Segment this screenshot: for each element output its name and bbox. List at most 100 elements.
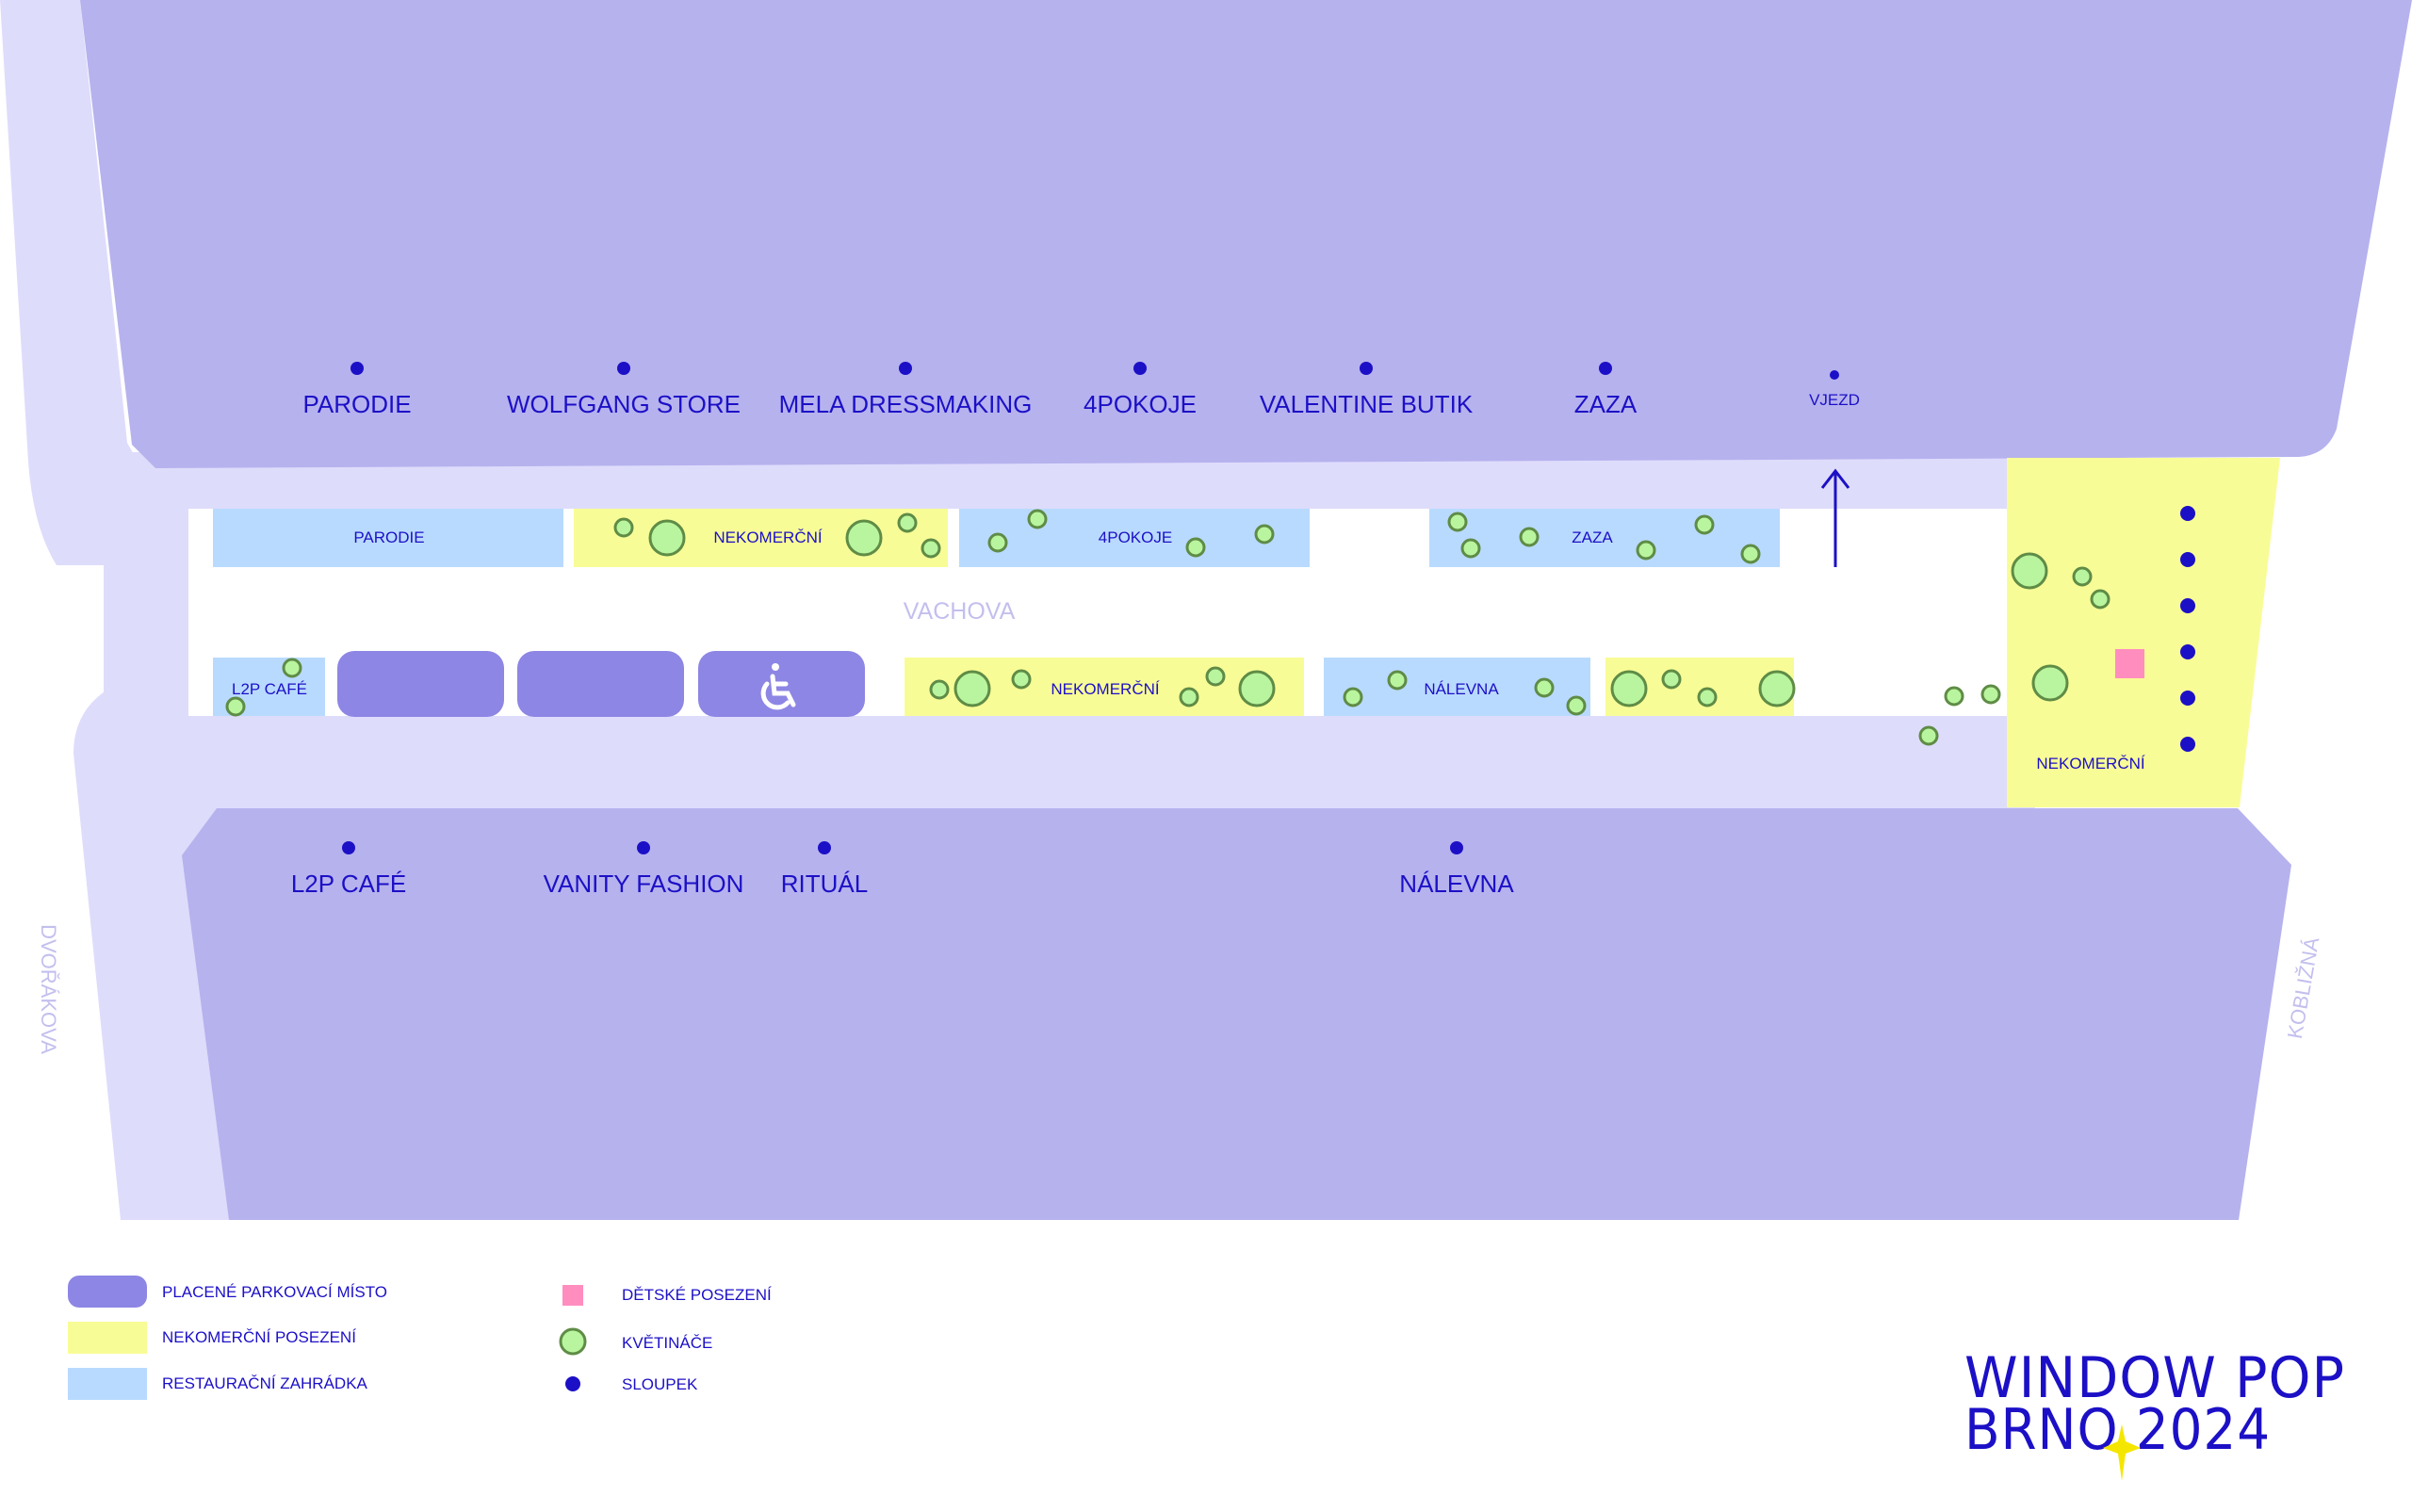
entry-dot bbox=[1830, 370, 1839, 380]
shop-label-wolfgang-store: WOLFGANG STORE bbox=[507, 390, 741, 418]
shop-label-l2p-cafe: L2P CAFÉ bbox=[291, 870, 406, 898]
shop-label-ritual: RITUÁL bbox=[781, 870, 868, 898]
bollards bbox=[2180, 506, 2195, 752]
shop-dot bbox=[818, 841, 831, 854]
zone-label-parodie: PARODIE bbox=[353, 528, 424, 546]
planter bbox=[1697, 687, 1718, 707]
bollard bbox=[2180, 506, 2195, 521]
zone-label-l2p-cafe: L2P CAFÉ bbox=[232, 680, 307, 698]
shop-markers-north bbox=[350, 362, 1839, 380]
shop-dot bbox=[899, 362, 912, 375]
planter bbox=[1980, 684, 2001, 705]
entry-arrow-icon bbox=[1820, 468, 1850, 567]
street-label-kobliza: KOBLIŽNÁ bbox=[2283, 935, 2324, 1041]
zone-north-non-commercial bbox=[574, 509, 948, 567]
planter bbox=[921, 538, 941, 559]
entry-label: VJEZD bbox=[1809, 391, 1860, 409]
planter bbox=[1460, 538, 1481, 559]
shop-dot bbox=[342, 841, 355, 854]
legend-restaurant-swatch bbox=[68, 1368, 147, 1400]
planter bbox=[1205, 666, 1226, 687]
legend-planter-swatch bbox=[559, 1327, 587, 1356]
planter bbox=[1027, 509, 1048, 529]
planter bbox=[2072, 566, 2093, 587]
planter bbox=[897, 512, 918, 533]
planter bbox=[1387, 670, 1408, 691]
zone-label-non-commercial-south: NEKOMERČNÍ bbox=[1051, 680, 1160, 698]
planter bbox=[1185, 537, 1206, 558]
wheelchair-icon bbox=[760, 663, 796, 710]
sparkle-icon bbox=[2103, 1424, 2141, 1481]
street-dvorakova-south bbox=[73, 669, 231, 1220]
parking-space-1[interactable] bbox=[337, 651, 504, 717]
planter bbox=[1661, 669, 1682, 690]
building-south bbox=[182, 808, 2291, 1220]
planter bbox=[1343, 687, 1363, 707]
shop-dot bbox=[1360, 362, 1373, 375]
legend-kids-swatch bbox=[562, 1285, 583, 1306]
shop-dot bbox=[1450, 841, 1463, 854]
planter bbox=[1918, 725, 1939, 746]
legend-parking-swatch bbox=[68, 1276, 147, 1308]
planter bbox=[953, 670, 991, 707]
planter bbox=[2031, 664, 2069, 702]
legend-parking-label: PLACENÉ PARKOVACÍ MÍSTO bbox=[162, 1283, 387, 1301]
street-dvorakova-north bbox=[0, 0, 165, 565]
shop-label-zaza: ZAZA bbox=[1574, 390, 1638, 418]
planter bbox=[1610, 670, 1648, 707]
planter bbox=[1179, 687, 1199, 707]
legend-planter-label: KVĚTINÁČE bbox=[622, 1334, 712, 1352]
shop-label-parodie: PARODIE bbox=[302, 390, 411, 418]
legend-non-commercial-swatch bbox=[68, 1322, 147, 1354]
street-label-vachova: VACHOVA bbox=[904, 598, 1016, 625]
legend-kids-label: DĚTSKÉ POSEZENÍ bbox=[622, 1286, 772, 1304]
building-north bbox=[80, 0, 2412, 468]
bollard bbox=[2180, 598, 2195, 613]
planter bbox=[1447, 512, 1468, 532]
planter bbox=[1519, 527, 1540, 547]
shop-dot bbox=[617, 362, 630, 375]
planter bbox=[648, 519, 686, 557]
legend-bollard-swatch bbox=[565, 1376, 580, 1391]
carriageway-mid bbox=[188, 570, 2007, 655]
planter bbox=[225, 696, 246, 717]
legend: PLACENÉ PARKOVACÍ MÍSTO NEKOMERČNÍ POSEZ… bbox=[68, 1276, 772, 1400]
shop-dot bbox=[1133, 362, 1147, 375]
kids-seating-square bbox=[2115, 649, 2144, 678]
shop-label-4pokoje: 4POKOJE bbox=[1084, 390, 1197, 418]
planter bbox=[1534, 677, 1555, 698]
planter bbox=[1238, 670, 1276, 707]
shop-label-valentine-butik: VALENTINE BUTIK bbox=[1260, 390, 1474, 418]
planter bbox=[1758, 670, 1796, 707]
bollard bbox=[2180, 552, 2195, 567]
planter bbox=[987, 532, 1008, 553]
planter bbox=[1694, 514, 1715, 535]
zone-north-restaurant-4pokoje bbox=[959, 509, 1310, 567]
zone-label-zaza: ZAZA bbox=[1572, 528, 1613, 546]
planter bbox=[1740, 544, 1761, 564]
bollard bbox=[2180, 644, 2195, 659]
bollard bbox=[2180, 737, 2195, 752]
planter bbox=[282, 658, 302, 678]
planter bbox=[845, 519, 883, 557]
planter bbox=[2090, 589, 2110, 610]
planter bbox=[1636, 540, 1656, 561]
shop-markers-south bbox=[342, 841, 1463, 854]
shop-dot bbox=[350, 362, 364, 375]
zone-east-non-commercial bbox=[2007, 458, 2280, 807]
planter bbox=[1944, 686, 1964, 707]
planter bbox=[2011, 552, 2048, 590]
logo-line-1: WINDOW POP bbox=[1964, 1345, 2345, 1411]
shop-dot bbox=[1599, 362, 1612, 375]
zone-label-non-commercial-east: NEKOMERČNÍ bbox=[2036, 755, 2145, 772]
zone-label-4pokoje: 4POKOJE bbox=[1099, 528, 1172, 546]
shop-label-mela-dressmaking: MELA DRESSMAKING bbox=[779, 390, 1033, 418]
logo: WINDOW POP BRNO 2024 bbox=[1964, 1345, 2345, 1481]
shop-dot bbox=[637, 841, 650, 854]
legend-non-commercial-label: NEKOMERČNÍ POSEZENÍ bbox=[162, 1328, 356, 1346]
zone-north-restaurant-zaza bbox=[1429, 509, 1780, 567]
legend-bollard-label: SLOUPEK bbox=[622, 1375, 698, 1393]
street-label-dvorakova: DVOŘÁKOVA bbox=[37, 924, 60, 1054]
parking-space-2[interactable] bbox=[517, 651, 684, 717]
